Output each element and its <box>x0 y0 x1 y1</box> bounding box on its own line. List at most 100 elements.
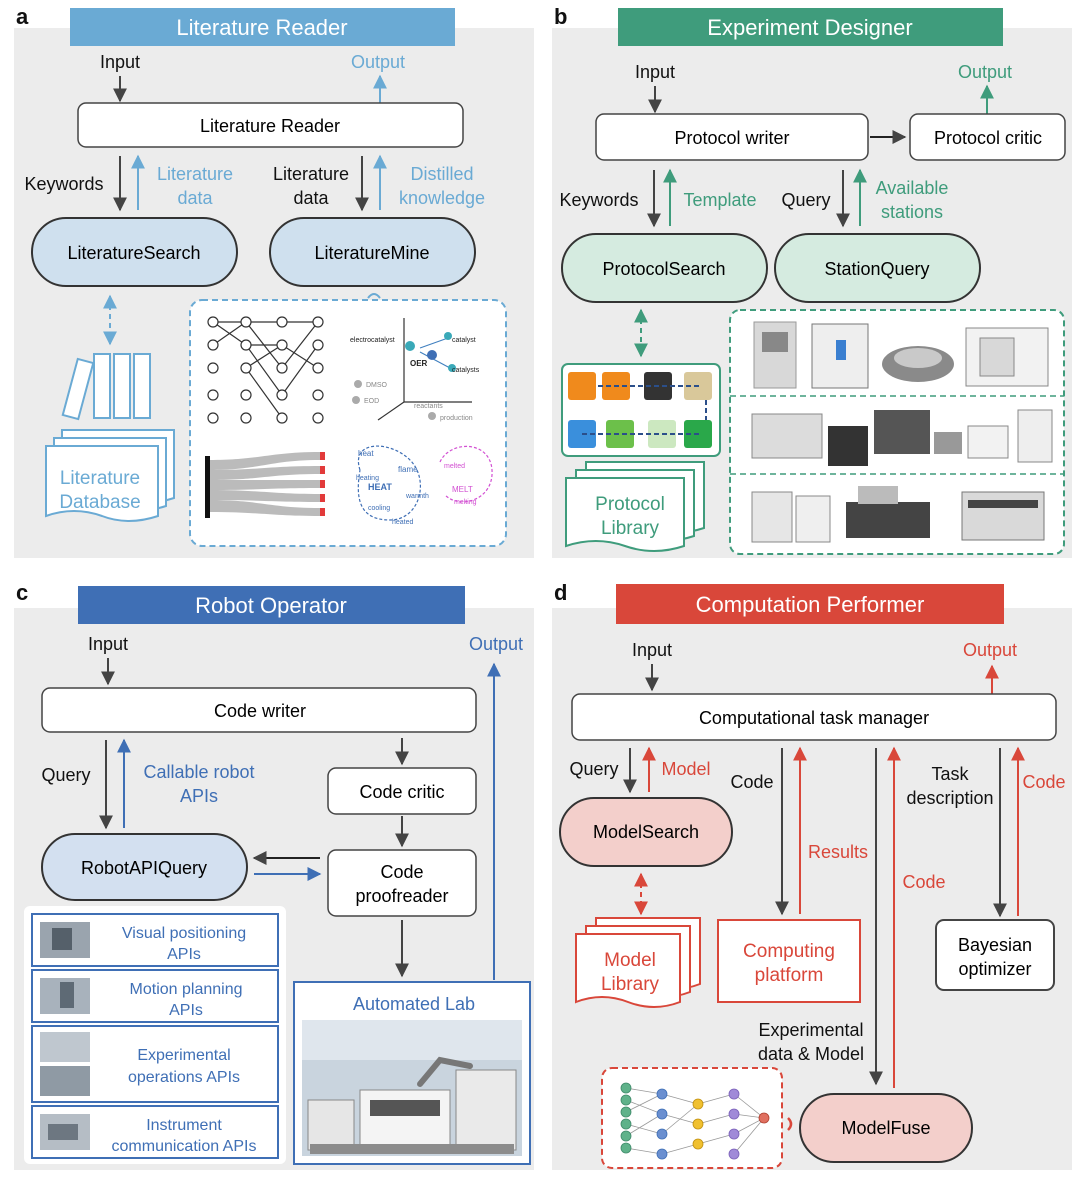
code-label-d-left: Code <box>730 772 773 792</box>
model-fusion-network-illustration <box>601 1067 783 1169</box>
semantic-cluster-sketch: heat flame HEAT heating warmth cooling h… <box>356 445 493 526</box>
protocol-step-tiles <box>568 372 712 448</box>
literature-search-node <box>31 217 238 287</box>
protocol-writer-label: Protocol writer <box>674 128 789 148</box>
protocol-search-node <box>561 233 768 303</box>
code-label-d-mid: Code <box>902 872 945 892</box>
graph-word-production: production <box>440 415 473 422</box>
literature-data-label-2: data <box>177 188 213 208</box>
literature-reader-box <box>77 102 464 148</box>
keywords-label-a: Keywords <box>24 174 103 194</box>
output-label-b: Output <box>958 62 1012 82</box>
task-description-label-1: Task <box>931 764 969 784</box>
code-proofreader-box <box>327 849 477 917</box>
code-critic-box <box>327 767 477 815</box>
panel-letter-c: c <box>16 580 28 605</box>
protocol-library-icon <box>565 461 705 552</box>
graph-word-eod: EOD <box>364 398 379 405</box>
results-label: Results <box>808 842 868 862</box>
keywords-label-b: Keywords <box>559 190 638 210</box>
graph-word-catalysts: catalysts <box>452 367 480 374</box>
station-instruments-row-3 <box>751 486 1045 543</box>
literature-data-label-1: Literature <box>157 164 233 184</box>
books-icon <box>61 353 151 421</box>
neural-network-sketch <box>207 316 324 424</box>
protocol-library-label-2: Library <box>601 518 660 539</box>
robot-api-query-label: RobotAPIQuery <box>81 858 207 878</box>
callable-label-1: Callable robot <box>143 762 254 782</box>
graph-word-catalyst: catalyst <box>452 337 476 344</box>
api-instrument-label-1: Instrument <box>146 1117 222 1134</box>
cluster-word-heat-caps: HEAT <box>368 482 392 492</box>
api-motion-label-1: Motion planning <box>130 981 243 998</box>
title-d: Computation Performer <box>696 592 925 617</box>
literature-database-icon <box>45 429 175 522</box>
title-c: Robot Operator <box>195 593 347 618</box>
api-instrument-label-2: communication APIs <box>112 1138 257 1155</box>
automated-lab-photo <box>302 1020 522 1156</box>
model-label-d: Model <box>661 759 710 779</box>
protocol-library-label-1: Protocol <box>595 494 665 515</box>
model-search-node <box>559 797 733 867</box>
api-experimental-label-1: Experimental <box>137 1047 230 1064</box>
query-label-c: Query <box>41 765 90 785</box>
cluster-word-heating: heating <box>356 475 379 482</box>
computing-platform-label-1: Computing <box>743 941 835 962</box>
graph-word-oer: OER <box>410 359 428 368</box>
code-proofreader-label-2: proofreader <box>355 886 448 906</box>
api-visual-label-2: APIs <box>167 946 201 963</box>
api-item-experimental-operations: Experimental operations APIs <box>31 1025 279 1103</box>
input-label-d: Input <box>632 640 672 660</box>
code-writer-box <box>41 687 477 733</box>
model-library-label-2: Library <box>601 974 660 995</box>
title-b: Experiment Designer <box>707 15 912 40</box>
model-fuse-label: ModelFuse <box>841 1118 930 1138</box>
literature-data-left-2: data <box>293 188 329 208</box>
experimental-data-label-2: data & Model <box>758 1044 864 1064</box>
api-item-instrument-communication: Instrument communication APIs <box>31 1105 279 1159</box>
panel-letter-b: b <box>554 4 567 29</box>
computing-platform-label-2: platform <box>755 965 824 986</box>
literature-data-left-1: Literature <box>273 164 349 184</box>
literature-database-label-1: Literature <box>60 468 140 489</box>
input-label-b: Input <box>635 62 675 82</box>
api-item-visual-positioning: Visual positioning APIs <box>31 913 279 967</box>
literature-search-label: LiteratureSearch <box>67 243 200 263</box>
robot-api-query-node <box>41 833 248 901</box>
code-label-d-right: Code <box>1022 772 1065 792</box>
model-library-icon <box>575 917 701 1008</box>
cluster-word-flame: flame <box>398 465 418 474</box>
task-description-label-2: description <box>906 788 993 808</box>
distilled-label-2: knowledge <box>399 188 485 208</box>
callable-label-2: APIs <box>180 786 218 806</box>
experimental-data-label-1: Experimental <box>758 1020 863 1040</box>
sankey-sketch <box>205 452 325 518</box>
input-label-c: Input <box>88 634 128 654</box>
protocol-critic-box <box>909 113 1066 161</box>
query-label-b: Query <box>781 190 830 210</box>
cluster-word-melt: MELT <box>452 485 473 494</box>
model-fuse-node <box>799 1093 973 1163</box>
graph-word-electrocatalyst: electrocatalyst <box>350 337 395 344</box>
cluster-word-heat: heat <box>358 449 374 458</box>
word-embedding-sketch: electrocatalyst catalyst OER catalysts D… <box>350 318 480 422</box>
literature-mine-label: LiteratureMine <box>314 243 429 263</box>
protocol-search-label: ProtocolSearch <box>602 259 725 279</box>
bayesian-optimizer-label-2: optimizer <box>958 959 1031 979</box>
fusion-network-sketch <box>620 1082 770 1160</box>
panel-letter-d: d <box>554 580 567 605</box>
code-critic-label: Code critic <box>359 782 444 802</box>
panel-d: d Computation Performer Input Output Com… <box>552 580 1072 1170</box>
template-label: Template <box>683 190 756 210</box>
output-label-a: Output <box>351 52 405 72</box>
cluster-word-melting: melting <box>454 499 477 506</box>
literature-database-label-2: Database <box>59 492 140 513</box>
computational-task-manager-box <box>571 693 1057 741</box>
output-label-d: Output <box>963 640 1017 660</box>
title-banner-c <box>78 586 465 624</box>
title-banner-a <box>70 8 455 46</box>
bayesian-optimizer-label-1: Bayesian <box>958 935 1032 955</box>
automated-lab-label: Automated Lab <box>353 994 475 1014</box>
title-banner-b <box>618 8 1003 46</box>
